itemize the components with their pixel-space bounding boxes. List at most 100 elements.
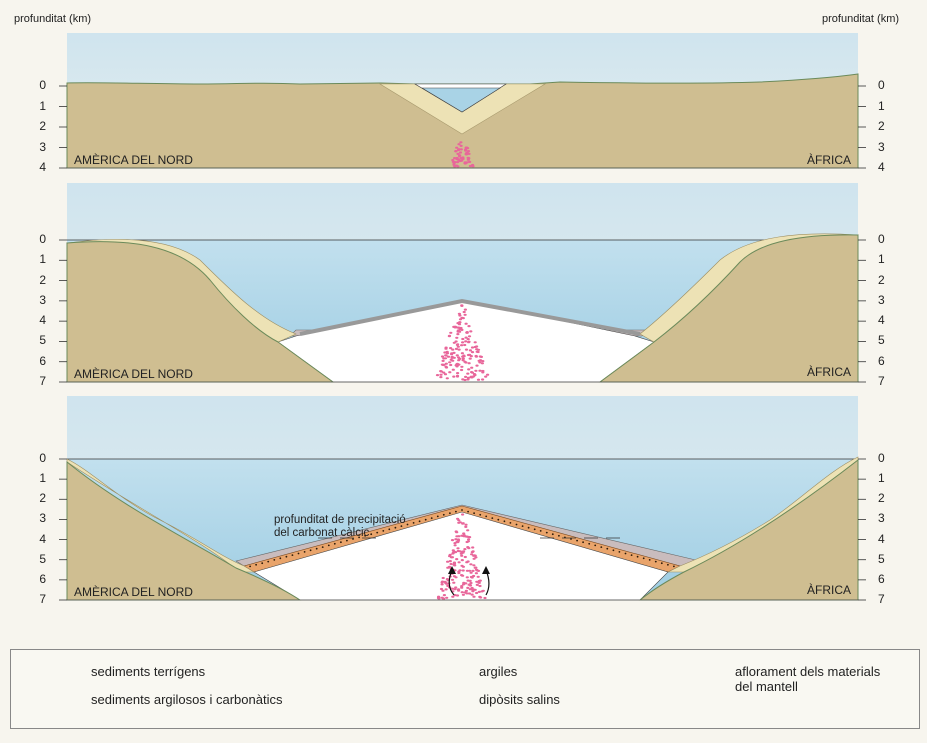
mantle-dot <box>470 593 474 596</box>
mantle-dot <box>474 566 478 569</box>
mantle-dot <box>479 355 483 358</box>
mantle-dot <box>453 588 457 591</box>
mantle-dot <box>448 555 452 558</box>
mantle-dot <box>461 565 465 568</box>
carbonate-dot <box>509 522 512 524</box>
mantle-dot <box>483 596 487 600</box>
mantle-dot <box>470 351 475 354</box>
panel-2-right-crust <box>598 234 859 383</box>
mantle-dot <box>464 340 468 343</box>
mantle-dot <box>458 314 462 317</box>
mantle-dot <box>486 373 490 376</box>
mantle-dot <box>464 348 469 351</box>
mantle-dot <box>459 157 463 160</box>
panel-3-tick-right-4: 4 <box>878 531 885 546</box>
carbonate-dot <box>594 544 597 547</box>
mantle-dot <box>470 366 474 369</box>
carbonate-dot <box>606 547 609 550</box>
mantle-dot <box>478 361 482 364</box>
mantle-dot <box>467 341 471 344</box>
panel-3-tick-right-3: 3 <box>878 511 885 526</box>
mantle-dot <box>457 535 461 538</box>
carbonate-dot <box>358 536 360 539</box>
legend-label-mantle-line-2: del mantell <box>735 679 798 694</box>
carbonate-dot <box>642 557 645 560</box>
mantle-dot <box>457 143 461 146</box>
mantle-dot <box>462 581 466 584</box>
mantle-dot <box>460 586 464 589</box>
panel-2-tick-left-6: 6 <box>39 353 46 368</box>
mantle-dot <box>463 343 467 347</box>
panel-1-tick-left-1: 1 <box>39 98 46 113</box>
mantle-dot <box>478 584 482 588</box>
mantle-dot <box>441 589 445 592</box>
mantle-dot <box>435 374 440 377</box>
mantle-dot <box>449 562 453 566</box>
mantle-dot <box>475 580 479 583</box>
carbonate-dot <box>255 563 257 566</box>
mantle-dot <box>458 151 463 154</box>
mantle-dot <box>443 580 447 584</box>
mantle-dot <box>477 579 481 583</box>
carbonate-dot <box>455 510 457 513</box>
mantle-dot <box>480 362 484 365</box>
panel-2-tick-right-0: 0 <box>878 232 885 246</box>
mantle-dot <box>464 148 468 151</box>
mantle-dot <box>458 357 462 360</box>
panel-3-tick-left-6: 6 <box>39 571 46 586</box>
panel-1-tick-right-1: 1 <box>878 98 885 113</box>
mantle-dot <box>467 362 471 365</box>
mantle-dot <box>469 563 473 566</box>
legend: sediments terrígens sediments argilosos … <box>10 649 920 729</box>
mantle-dot <box>476 575 480 578</box>
carbonate-dot <box>436 515 439 518</box>
panel-2 <box>65 183 860 383</box>
panel-2-tick-right-4: 4 <box>878 313 885 328</box>
legend-label-clay: argiles <box>479 664 518 679</box>
mantle-dot <box>448 361 452 364</box>
mantle-dot <box>461 583 466 586</box>
mantle-dot <box>439 370 443 373</box>
carbonate-dot <box>485 515 488 518</box>
mantle-dot <box>444 588 448 591</box>
carbonate-dot <box>352 538 354 540</box>
mantle-dot <box>467 325 471 328</box>
mantle-dot <box>462 310 466 314</box>
mantle-dot <box>455 374 460 377</box>
mantle-dot <box>475 583 479 587</box>
panel-2-tick-right-3: 3 <box>878 292 885 307</box>
panel-2-tick-left-3: 3 <box>39 292 46 307</box>
carbonate-dot <box>461 509 463 511</box>
mantle-dot <box>464 161 468 164</box>
mantle-dot <box>475 350 479 353</box>
mantle-dot <box>452 341 456 344</box>
mantle-dot <box>460 352 464 355</box>
panel-3 <box>66 396 859 601</box>
mantle-dot <box>448 560 452 563</box>
mantle-dot <box>467 538 471 541</box>
mantle-dot <box>459 144 463 147</box>
annotation-line-2: del carbonat càlcic <box>274 527 370 539</box>
mantle-dot <box>473 373 477 377</box>
panel-1-mantle-upwelling <box>451 141 475 168</box>
mantle-dot <box>437 597 441 600</box>
mantle-dot <box>468 353 472 356</box>
panel-2-left-crust <box>66 241 335 383</box>
mantle-dot <box>452 351 456 354</box>
mantle-dot <box>475 364 479 367</box>
carbonate-dot <box>582 541 584 544</box>
mantle-dot <box>478 595 482 599</box>
mantle-dot <box>464 361 468 364</box>
mantle-dot <box>453 325 457 328</box>
mantle-dot <box>468 569 472 572</box>
mantle-dot <box>451 159 455 162</box>
mantle-dot <box>460 365 464 368</box>
panel-1-tick-left-4: 4 <box>39 160 46 174</box>
carbonate-dot <box>648 559 651 561</box>
mantle-dot <box>474 568 479 571</box>
panel-3-right-crust <box>638 458 859 601</box>
mantle-dot <box>466 372 470 375</box>
mantle-dot <box>439 376 443 379</box>
mantle-dot <box>464 523 468 526</box>
